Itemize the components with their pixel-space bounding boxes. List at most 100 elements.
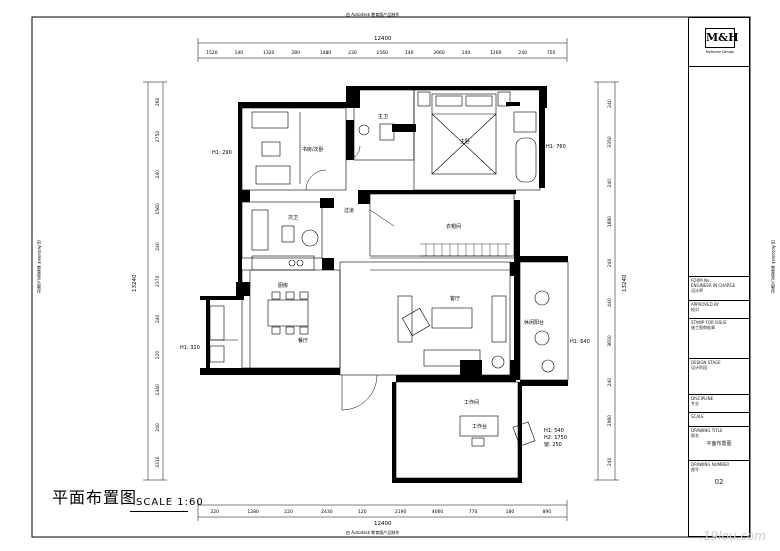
dim-right-total: 13240	[622, 274, 628, 292]
dim-right-seg-3: 1880	[607, 216, 613, 228]
room-balcony: 休闲阳台	[524, 319, 544, 326]
dim-bottom-seg-6: 4060	[432, 509, 444, 515]
h-study: H1: 290	[212, 150, 232, 156]
tb-approved-label: APPROVED BY	[691, 302, 720, 307]
dim-top-seg-3: 280	[291, 50, 300, 56]
title-block: M&H MyHome Design FORM No. ENGINEER IN C…	[688, 17, 750, 537]
dim-right-seg-2: 240	[607, 179, 613, 188]
dim-left-seg-3: 1560	[155, 203, 161, 215]
bottom-dimensions	[197, 500, 568, 521]
dim-left-seg-9: 240	[155, 423, 161, 432]
living-furniture	[397, 295, 507, 369]
tb-row-title: DRAWING TITLE 图名 平面布置图	[689, 426, 749, 460]
dim-right-seg-5: 440	[607, 298, 613, 307]
kitchen-counter	[209, 255, 315, 363]
dim-top-seg-12: 750	[547, 50, 556, 56]
dim-bottom-seg-1: 1280	[247, 509, 259, 515]
dim-bottom-seg-7: 770	[469, 509, 478, 515]
dim-left-total: 13240	[132, 274, 138, 292]
balcony-furniture	[534, 290, 555, 373]
dim-top-seg-5: 230	[348, 50, 357, 56]
logo-subtitle: MyHome Design	[705, 50, 735, 54]
plan-title: 平面布置图	[52, 488, 138, 507]
dim-bottom-seg-4: 120	[358, 509, 367, 515]
dim-left-seg-0: 260	[155, 97, 161, 106]
dim-top-seg-11: 240	[518, 50, 527, 56]
tb-discipline-label: DISCIPLINE	[691, 396, 714, 401]
dim-top-seg-6: 1560	[377, 50, 389, 56]
h-balcony: H1: 640	[570, 339, 590, 345]
study-furniture	[251, 111, 301, 185]
room-dining: 餐厅	[298, 337, 308, 344]
bathtub	[513, 111, 537, 183]
title-block-blank	[689, 66, 749, 266]
dim-left-seg-1: 2750	[155, 131, 161, 143]
room-living: 客厅	[450, 295, 460, 302]
tb-row-number: DRAWING NUMBER 图号 02	[689, 460, 749, 537]
tb-title-cn: 图名	[691, 433, 699, 438]
dim-left-seg-5: 2370	[155, 275, 161, 287]
label-wardrobe: 衣帽间	[446, 223, 461, 230]
room-kitchen: 厨房	[278, 282, 288, 289]
h-work3: 窗: 250	[544, 441, 562, 448]
tb-row-form: FORM No. ENGINEER IN CHARGE 设计师	[689, 276, 749, 300]
label-table: 工作台	[472, 423, 487, 430]
partitions	[206, 89, 569, 479]
dim-bottom-total: 12400	[374, 521, 392, 527]
logo-mark: M&H	[705, 28, 739, 48]
h-work2: H2: 1750	[544, 435, 567, 441]
top-dimensions	[197, 38, 568, 62]
tb-stamp-label: STAMP FOR ISSUE	[691, 320, 727, 325]
door-swings	[305, 145, 395, 411]
dim-top-seg-7: 140	[405, 50, 414, 56]
tb-title-label: DRAWING TITLE	[691, 428, 723, 433]
dim-bottom-seg-3: 2430	[321, 509, 333, 515]
tb-number-label: DRAWING NUMBER	[691, 462, 730, 467]
tb-form-label: FORM No.	[691, 278, 711, 283]
tb-drawing-title: 平面布置图	[706, 441, 732, 447]
dining-table	[267, 291, 309, 335]
tb-row-stamp: STAMP FOR ISSUE 施工图审批章	[689, 318, 749, 358]
tb-scale-label: SCALE	[691, 414, 704, 419]
dim-right-seg-8: 2960	[607, 415, 613, 427]
dim-bottom-seg-9: 890	[543, 509, 552, 515]
dim-bottom-seg-8: 180	[506, 509, 515, 515]
dim-left-seg-7: 120	[155, 351, 161, 360]
dim-top-seg-10: 1260	[490, 50, 502, 56]
company-logo: M&H MyHome Design	[697, 28, 743, 60]
dim-top-seg-9: 140	[462, 50, 471, 56]
dim-bottom-seg-0: 220	[210, 509, 219, 515]
tb-stage-cn: 设计阶段	[691, 365, 707, 370]
dim-right-seg-9: 240	[607, 457, 613, 466]
dim-top-seg-0: 1520	[206, 50, 218, 56]
dim-right-seg-4: 240	[607, 258, 613, 267]
dim-right-seg-1: 3350	[607, 136, 613, 148]
room-master-bath: 主卫	[378, 113, 388, 120]
dim-top-seg-4: 1480	[320, 50, 332, 56]
tb-stamp-cn: 施工图审批章	[691, 325, 715, 330]
tb-row-discipline: DISCIPLINE 专业	[689, 394, 749, 412]
dim-top-total: 12400	[374, 36, 392, 42]
h-master: H1: 760	[546, 144, 566, 150]
bath-fixtures	[251, 123, 395, 251]
dim-left-seg-4: 240	[155, 242, 161, 251]
wardrobe-hatch	[420, 243, 510, 257]
dim-top-seg-8: 3060	[433, 50, 445, 56]
dim-left-seg-10: 3310	[155, 456, 161, 468]
dim-right-seg-6: 3650	[607, 335, 613, 347]
walls	[200, 86, 568, 483]
right-side-note: 由 Autodesk 教育版产品制作	[771, 240, 776, 294]
master-bed	[417, 91, 511, 175]
tb-row-approved: APPROVED BY 校对	[689, 300, 749, 318]
room-study: 书房/次卧	[302, 146, 324, 153]
scale-underline	[130, 511, 188, 512]
dim-left-seg-8: 1340	[155, 384, 161, 396]
watermark: .19lou.com	[699, 529, 766, 543]
tb-designer-label: 设计师	[691, 288, 703, 293]
work-furniture	[459, 415, 536, 447]
tb-drawing-number: 02	[714, 478, 724, 486]
dim-left-seg-6: 240	[155, 314, 161, 323]
footer-note: 由 Autodesk 教育版产品制作	[346, 530, 400, 535]
header-note: 由 Autodesk 教育版产品制作	[346, 12, 400, 17]
tb-row-stage: DESIGN STAGE 设计阶段	[689, 358, 749, 394]
